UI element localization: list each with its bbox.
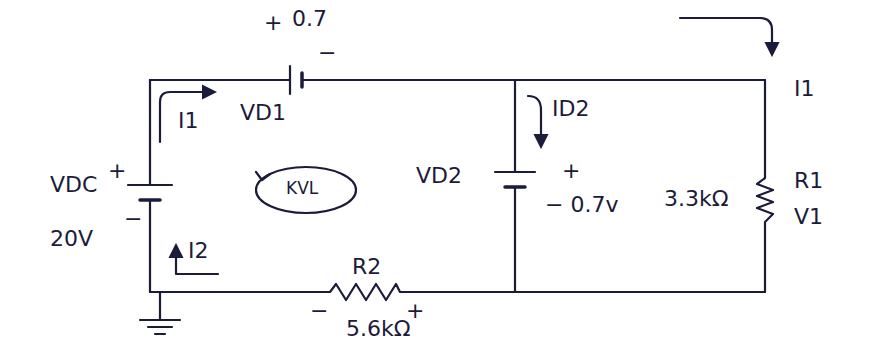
resistance-value: 3.3kΩ — [664, 186, 729, 211]
current-label: I2 — [188, 238, 209, 263]
wire — [149, 80, 151, 185]
resistance-value: 5.6kΩ — [346, 316, 411, 341]
current-arrow — [680, 18, 772, 54]
loop-label: KVL — [286, 179, 318, 199]
voltage-label: VD2 — [416, 163, 462, 188]
current-label: I1 — [178, 108, 199, 133]
resistor-name: R1 — [794, 168, 823, 193]
voltage-drop: 0.7 — [292, 6, 327, 31]
polarity-sign: + — [562, 158, 580, 183]
current-arrow — [528, 96, 541, 146]
wire — [514, 187, 516, 292]
resistor-name: R2 — [352, 254, 381, 279]
wire — [150, 79, 290, 81]
resistor-symbol — [150, 284, 765, 300]
resistor-symbol — [757, 80, 773, 292]
wire — [149, 200, 151, 292]
ground-symbol — [140, 292, 180, 334]
source-label: VDC — [50, 172, 97, 197]
kvl-loop — [256, 167, 356, 213]
current-label: ID2 — [552, 96, 589, 121]
wire — [302, 79, 765, 81]
voltage-label: V1 — [794, 204, 823, 229]
polarity-sign: − — [318, 40, 336, 65]
polarity-sign: − — [124, 206, 142, 231]
wire — [514, 80, 516, 172]
diode-long-plate — [289, 66, 291, 94]
polarity-sign: + — [108, 158, 126, 183]
diode-long-plate — [495, 171, 535, 173]
polarity-sign: + — [264, 10, 282, 35]
current-label: I1 — [794, 76, 815, 101]
battery-long-plate — [128, 184, 172, 186]
source-value: 20V — [50, 226, 93, 251]
voltage-label: VD1 — [240, 100, 286, 125]
current-arrow — [160, 92, 214, 142]
voltage-drop: − 0.7v — [545, 192, 618, 217]
loop-arrowhead — [256, 172, 270, 180]
polarity-sign: − — [310, 298, 328, 323]
